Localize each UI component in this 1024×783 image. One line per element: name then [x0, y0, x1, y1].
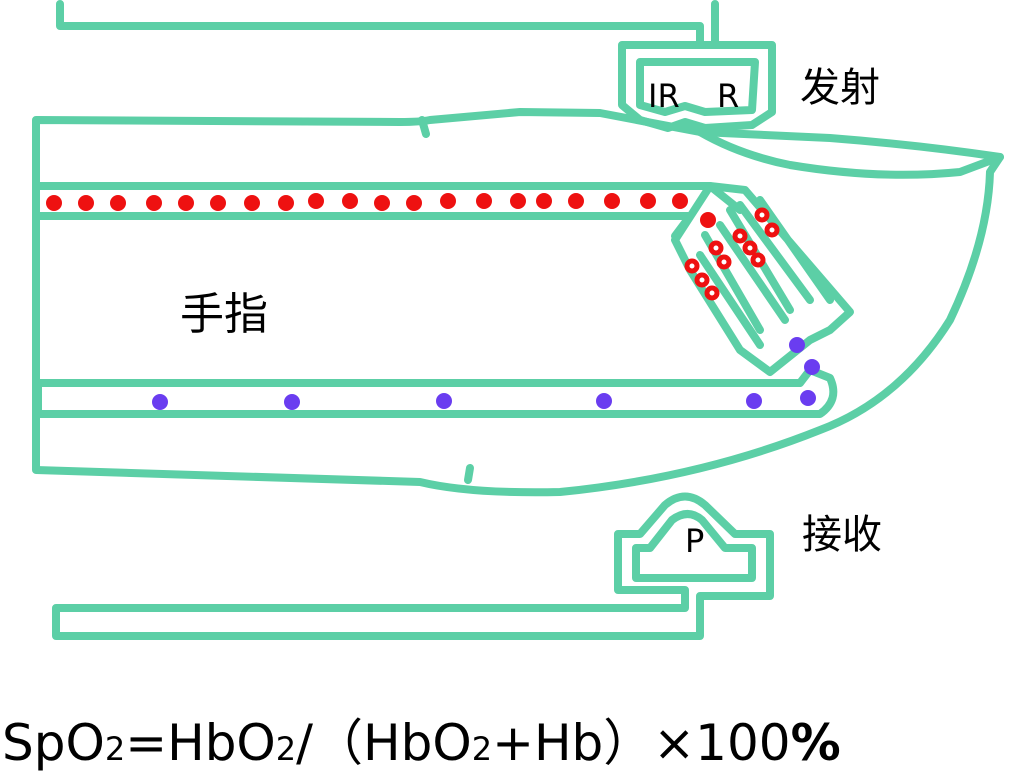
deoxy-cell [596, 393, 612, 409]
oxy-cell [110, 195, 126, 211]
capillary-cell [754, 207, 770, 223]
capillary-cell [684, 258, 700, 274]
capillary-cell [704, 285, 720, 301]
oxy-cells-artery [46, 193, 716, 228]
finger-crease-bottom [464, 464, 474, 484]
oxy-cell [308, 193, 324, 209]
finger-label: 手指 [180, 289, 268, 340]
oxy-cell [342, 193, 358, 209]
oxy-cell [568, 193, 584, 209]
emit-label: 发射 [800, 65, 880, 111]
finger-crease-top [418, 116, 430, 138]
vein-vessel [34, 366, 838, 418]
oxy-cell [536, 193, 552, 209]
oxy-cell [640, 193, 656, 209]
oxy-cell [178, 195, 194, 211]
formula-eq-hbo: =HbO [125, 714, 276, 772]
oxy-cell [440, 193, 456, 209]
formula-div-hbo: /（HbO [296, 714, 472, 772]
deoxy-cells [152, 337, 820, 410]
emitter-housing [618, 41, 776, 132]
deoxy-cell [284, 394, 300, 410]
receiver-p-label: P [685, 522, 704, 560]
deoxy-cell [746, 393, 762, 409]
oxy-cells-capillary [684, 207, 780, 301]
oxy-cell [510, 193, 526, 209]
capillary-cell [708, 240, 724, 256]
oxy-cell [374, 195, 390, 211]
emitter-r-label: R [717, 77, 739, 115]
oxy-cell [604, 193, 620, 209]
fingernail [696, 128, 1004, 179]
capillary-cell [750, 252, 766, 268]
deoxy-cell [436, 393, 452, 409]
deoxy-cell [800, 390, 816, 406]
oxy-cell [46, 195, 62, 211]
capillary-cell [764, 222, 780, 238]
formula-sub: 2 [472, 730, 492, 768]
capillary-cell [732, 228, 748, 244]
deoxy-cell [152, 394, 168, 410]
oxy-cell [146, 195, 162, 211]
oxy-cell [78, 195, 94, 211]
oxy-cell [672, 193, 688, 209]
receiver-housing [52, 492, 774, 640]
emitter-ir-label: IR [648, 77, 680, 115]
artery-vessel [36, 182, 744, 240]
oxy-cell [700, 212, 716, 228]
receiver-window [632, 510, 756, 582]
capillary-cell [694, 272, 710, 288]
formula-percent: % [791, 714, 841, 772]
oxy-cell [476, 193, 492, 209]
oxy-cell [278, 195, 294, 211]
capillary-cell [716, 254, 732, 270]
formula-sub: 2 [105, 730, 125, 768]
formula-tail: +Hb）×100 [492, 714, 791, 772]
spo2-formula: SpO2=HbO2/（HbO2+Hb）×100% [2, 714, 841, 772]
finger-outline [32, 108, 1004, 497]
deoxy-cell [789, 337, 805, 353]
deoxy-cell [804, 359, 820, 375]
oxy-cell [406, 195, 422, 211]
capillary-bed [671, 182, 854, 376]
emitter-window [636, 58, 759, 116]
formula-sub: 2 [276, 730, 296, 768]
oxy-cell [244, 195, 260, 211]
oxy-cell [210, 195, 226, 211]
receive-label: 接收 [802, 512, 882, 558]
upper-clip-arm [56, 0, 719, 49]
formula-spo: SpO [2, 714, 105, 772]
capillary-cell [742, 240, 758, 256]
